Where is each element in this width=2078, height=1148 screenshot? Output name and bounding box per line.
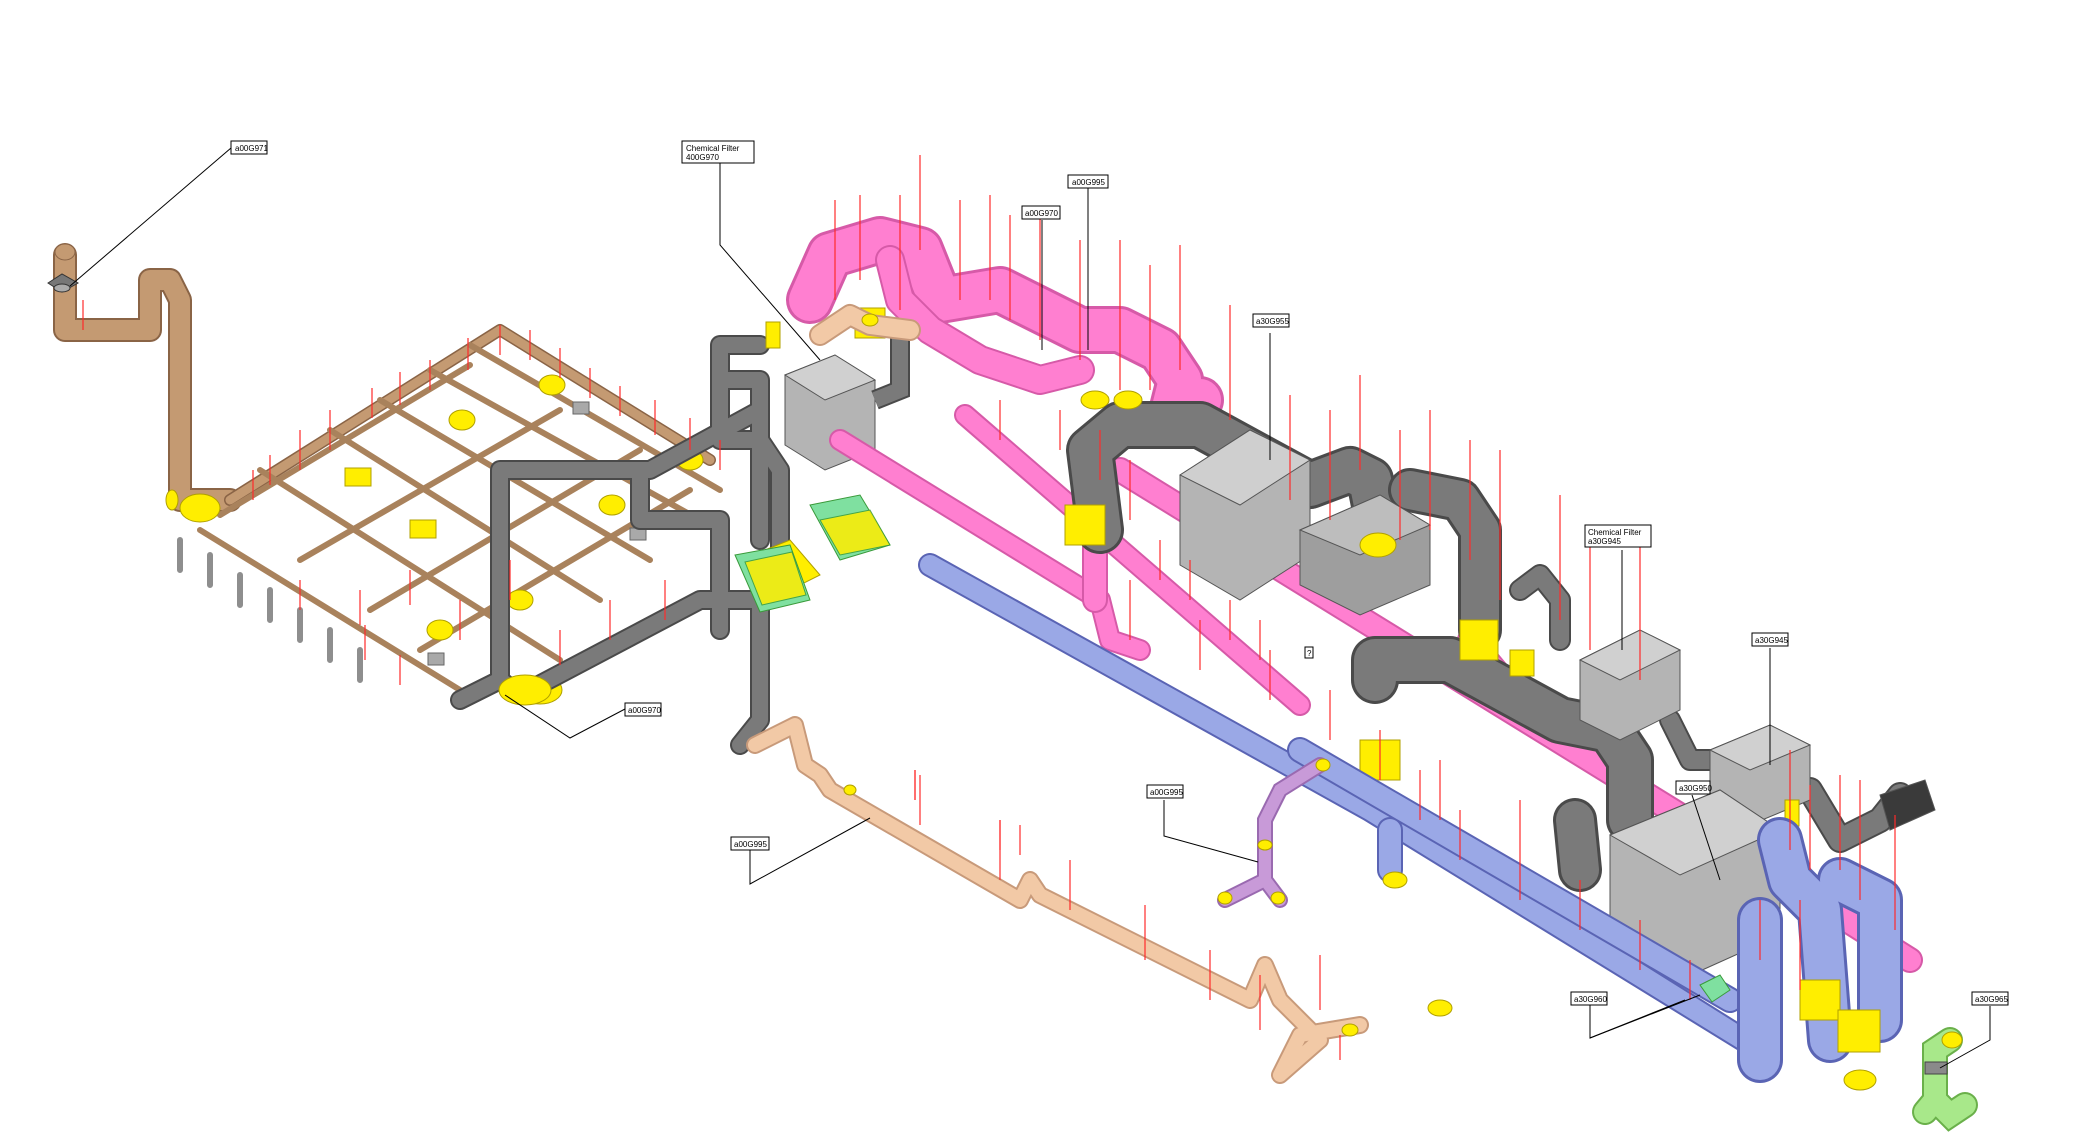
center-yellow-fittings [1064,390,1800,827]
tag-a00g995-purple: a00G995 [1146,784,1259,863]
tag-a30g955: a30G955 [1252,313,1290,460]
ahu-units [1178,429,1936,981]
svg-text:a00G970: a00G970 [628,706,661,715]
tag-a30g960: a30G960 [1570,991,1701,1039]
svg-text:?: ? [1307,649,1312,658]
peach-fittings [843,313,1359,1037]
tag-a00g971: a00G971 [69,140,268,287]
purple-fittings [1217,758,1331,905]
tag-a00g995-top: a00G995 [1067,174,1109,350]
svg-text:Chemical Filter: Chemical Filter [1588,528,1642,537]
svg-text:a30G965: a30G965 [1975,995,2008,1004]
green-filter-small [1699,974,1731,1003]
svg-text:a30G950: a30G950 [1679,784,1712,793]
svg-text:a30G945: a30G945 [1588,537,1621,546]
svg-text:a00G995: a00G995 [734,840,767,849]
green-pipe-fittings [1924,1031,1963,1075]
tag-chemical-filter-a30g945: Chemical Filter a30G945 [1584,524,1652,650]
svg-text:a00G970: a00G970 [1025,209,1058,218]
tag-a30g950: a30G950 [1675,780,1721,881]
svg-text:a30G955: a30G955 [1256,317,1289,326]
tag-a00g970-left: a00G970 [504,694,662,739]
tag-chemical-filter-400g970: Chemical Filter 400G970 [681,140,821,361]
blue-supply-duct [918,553,1903,1083]
red-riser-lines [82,155,1896,1060]
green-pipe [1912,1027,1978,1132]
svg-text:a00G971: a00G971 [235,144,268,153]
blue-fittings [1382,871,1881,1091]
tag-a00g970-top: a00G970 [1021,205,1061,350]
svg-text:Chemical Filter: Chemical Filter [686,144,740,153]
roof-cap [47,243,80,293]
gray-duct-left [450,335,790,755]
svg-text:a00G995: a00G995 [1150,788,1183,797]
svg-text:a30G960: a30G960 [1574,995,1607,1004]
tag-a30g945-right: a30G945 [1751,632,1789,765]
tag-a30g965: a30G965 [1939,991,2009,1069]
tag-a00g995-peach: a00G995 [730,817,871,885]
tag-unknown: ? [1304,646,1314,659]
svg-text:400G970: 400G970 [686,153,719,162]
green-coil-units [734,494,891,613]
svg-text:a30G945: a30G945 [1755,636,1788,645]
svg-text:a00G995: a00G995 [1072,178,1105,187]
brown-small-boxes [427,401,647,666]
peach-pipe [746,304,1369,1084]
